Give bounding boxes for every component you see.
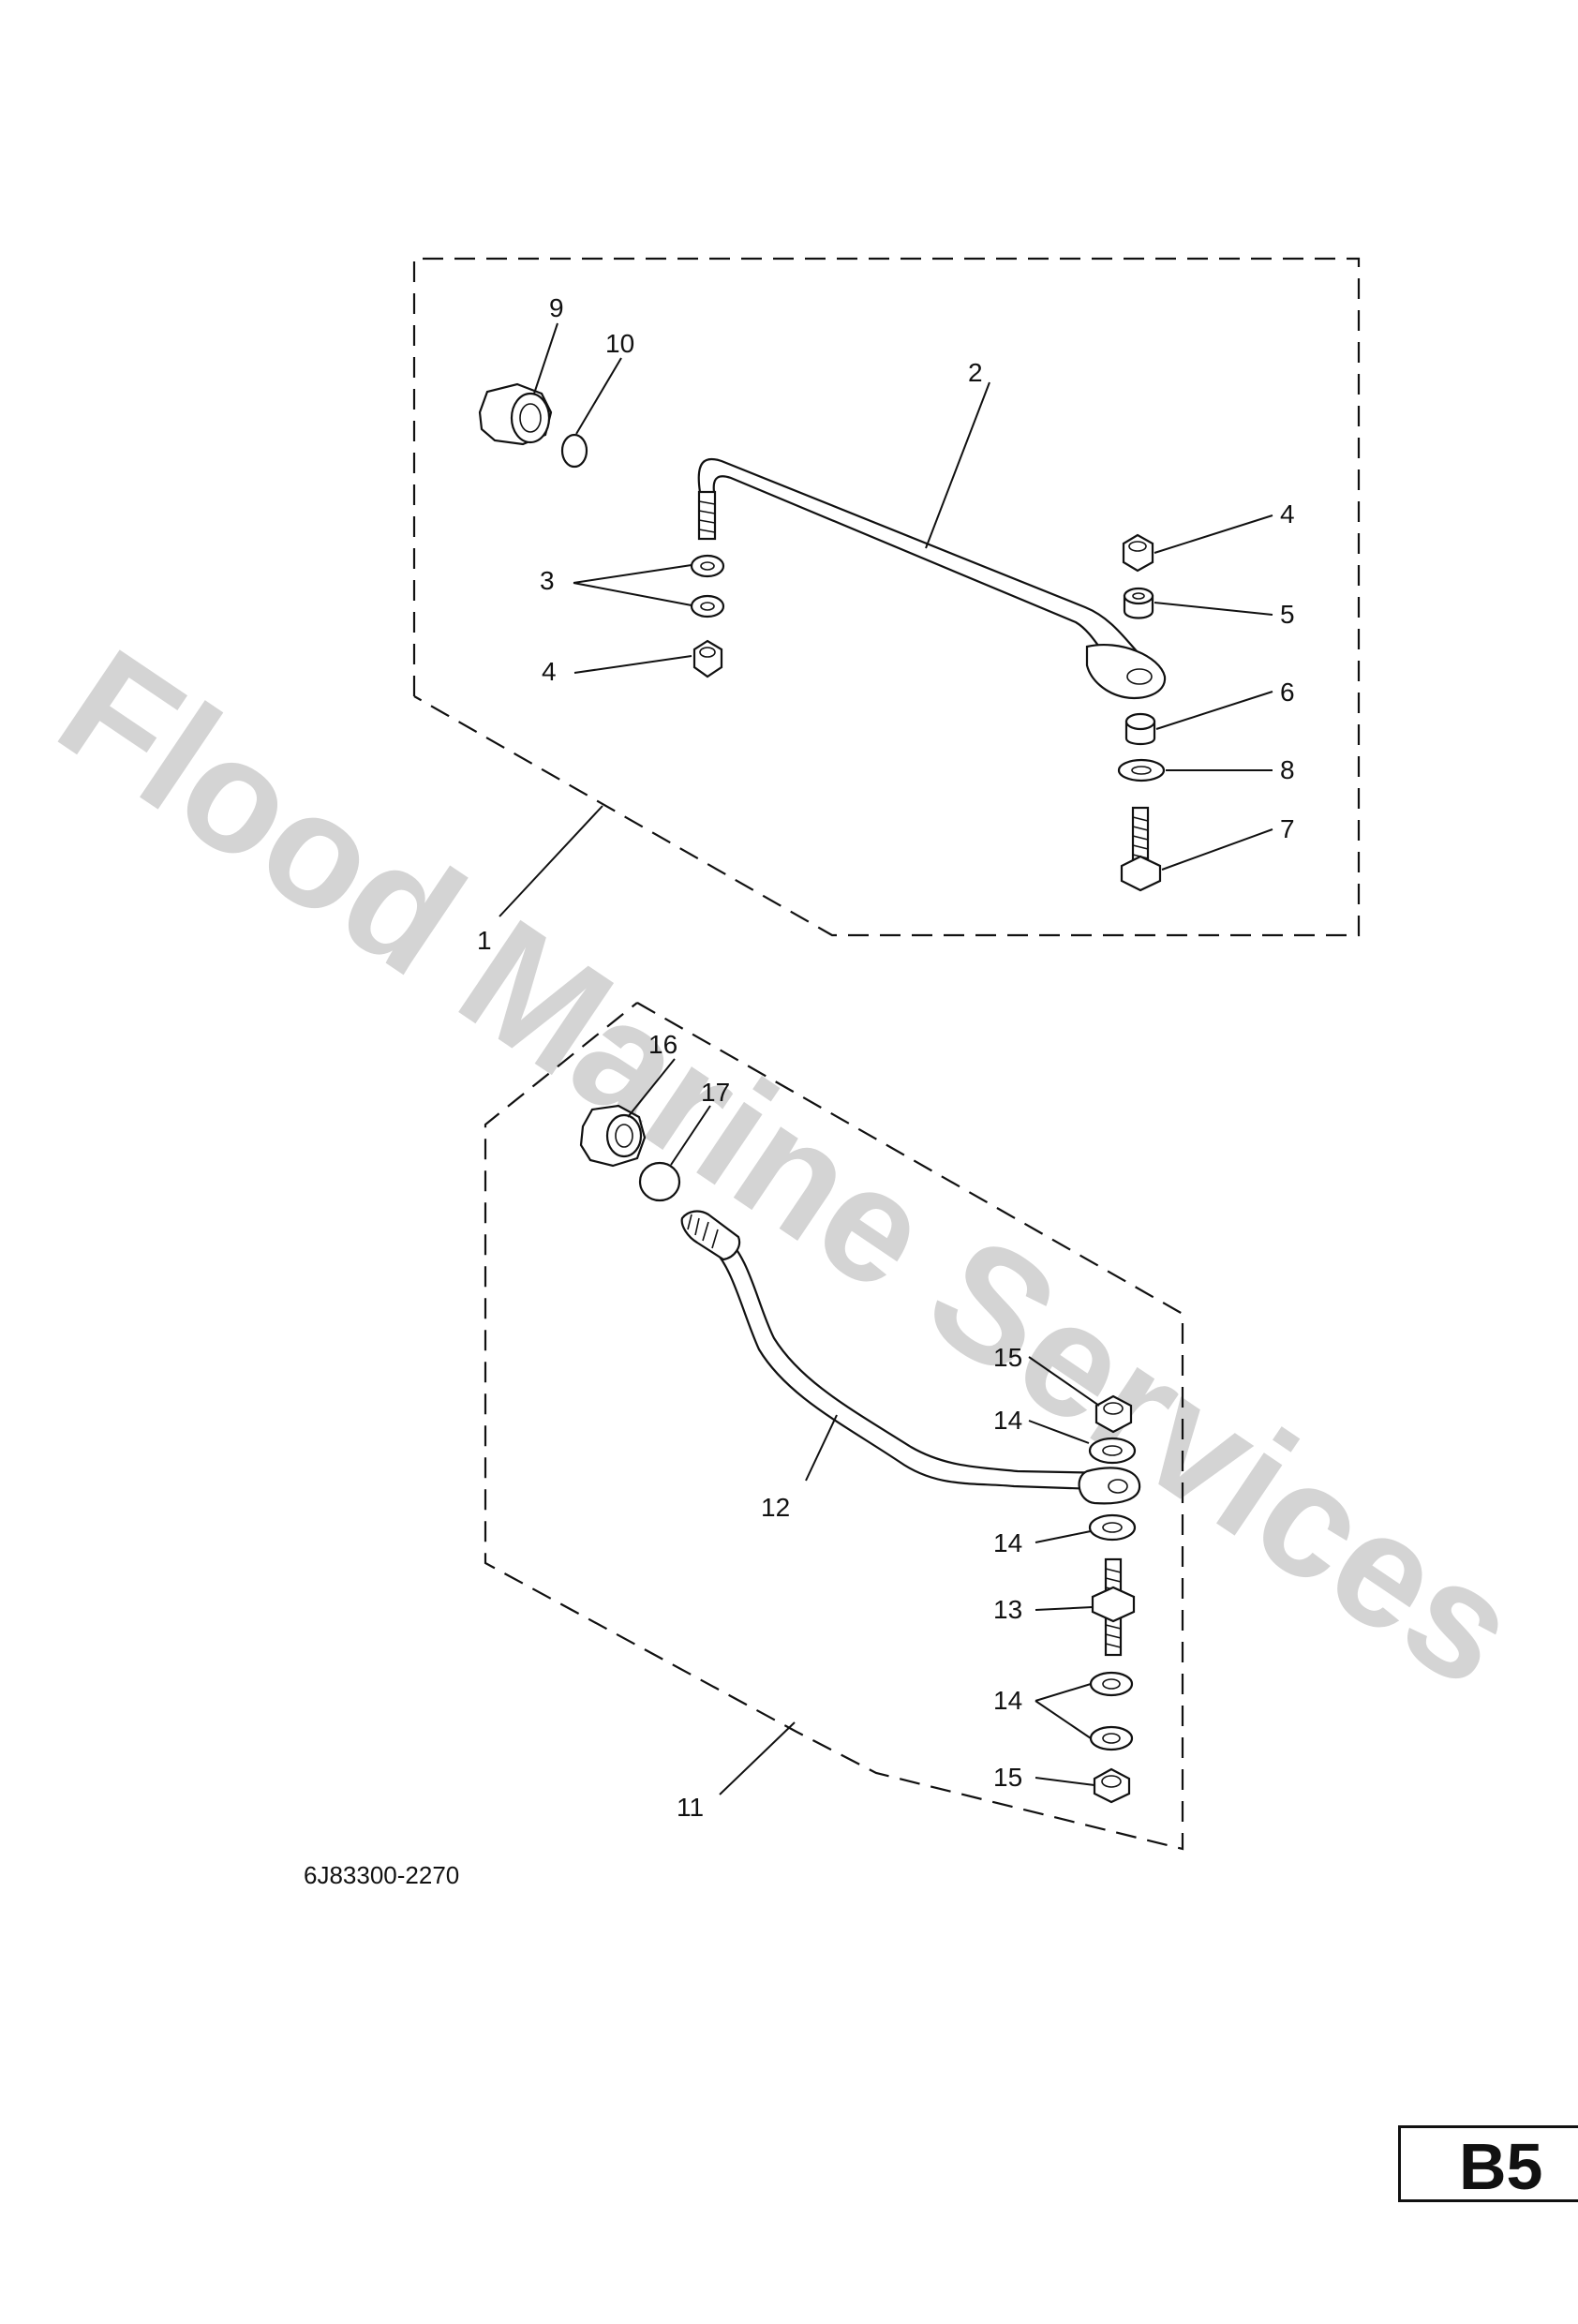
callout-14-1: 14	[993, 1406, 1022, 1435]
callout-13: 13	[993, 1595, 1022, 1624]
part-6-collar	[1124, 712, 1156, 746]
lower-leader-lines	[627, 1058, 1100, 1795]
callout-1: 1	[477, 926, 492, 955]
part-14-washer-3	[1089, 1671, 1134, 1697]
callout-10: 10	[605, 329, 634, 358]
part-13-stud	[1091, 1557, 1136, 1657]
part-14-washer-2	[1088, 1513, 1137, 1542]
part-16-nut	[579, 1104, 647, 1168]
callout-6: 6	[1280, 678, 1295, 707]
callout-7: 7	[1280, 814, 1295, 843]
callout-15-upper: 15	[993, 1343, 1022, 1372]
part-3-washers	[690, 554, 725, 618]
upper-leader-lines	[499, 322, 1273, 917]
callout-14-2: 14	[993, 1528, 1022, 1557]
part-12-link-rod	[680, 1210, 1141, 1505]
callout-16: 16	[648, 1030, 677, 1059]
callout-12: 12	[761, 1493, 790, 1522]
callout-14-3: 14	[993, 1686, 1022, 1715]
callout-11: 11	[677, 1793, 704, 1822]
part-9-nut	[478, 382, 553, 446]
page-tag-box: B5	[1398, 2125, 1578, 2202]
part-10-o-ring	[560, 433, 588, 469]
callout-15-lower: 15	[993, 1763, 1022, 1792]
part-8-washer	[1117, 758, 1166, 782]
page-tag-label: B5	[1459, 2130, 1543, 2203]
part-4-nut-right	[1122, 533, 1154, 573]
part-7-bolt	[1120, 806, 1162, 892]
callout-9: 9	[549, 293, 564, 322]
part-17-o-ring	[638, 1161, 681, 1202]
callout-4-right: 4	[1280, 499, 1295, 529]
assembly-1-boundary	[412, 257, 1361, 937]
part-14-washer-1	[1088, 1437, 1137, 1465]
part-15-nut-lower	[1093, 1767, 1131, 1804]
part-4-nut-left	[692, 639, 723, 678]
part-15-nut-upper	[1094, 1394, 1133, 1434]
part-5-spacer	[1123, 587, 1154, 619]
callout-3: 3	[540, 566, 555, 595]
part-2-link-rod	[697, 457, 1167, 700]
callout-2: 2	[968, 358, 983, 387]
callout-5: 5	[1280, 600, 1295, 629]
watermark-text: Flood Marine Services	[29, 615, 1548, 1721]
callout-4-left: 4	[542, 657, 557, 686]
part-14-washer-4	[1089, 1725, 1134, 1751]
callout-17: 17	[701, 1078, 730, 1107]
assembly-11-boundary	[484, 1002, 1184, 1851]
callout-8: 8	[1280, 755, 1295, 784]
drawing-code: 6J83300-2270	[304, 1861, 459, 1889]
